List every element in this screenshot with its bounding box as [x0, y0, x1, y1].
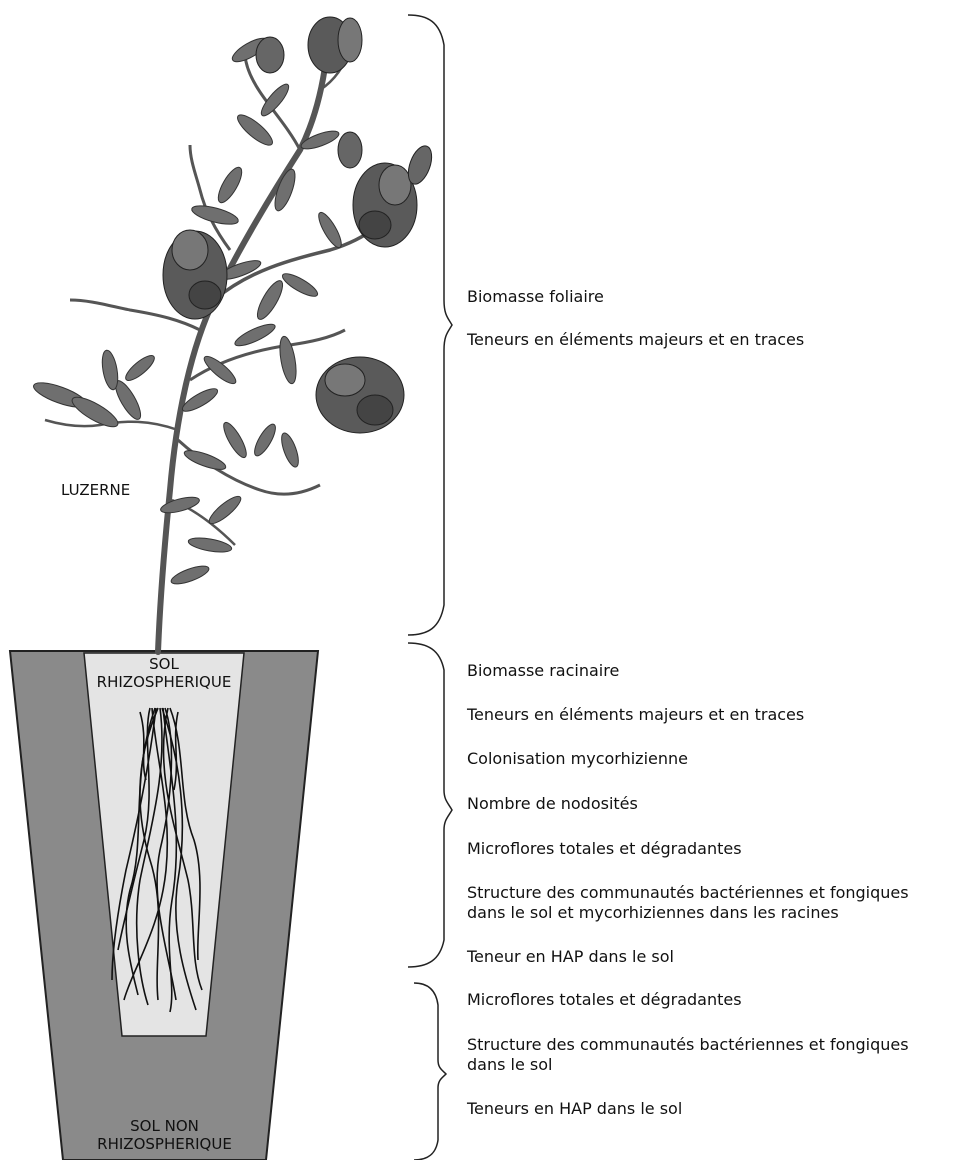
inner-soil-label-line1: SOL [84, 655, 244, 673]
measure-item: Structure des communautés bactériennes e… [467, 883, 909, 903]
measure-item: dans le sol et mycorhiziennes dans les r… [467, 903, 839, 923]
measure-item: dans le sol [467, 1055, 552, 1075]
measure-item: Structure des communautés bactériennes e… [467, 1035, 909, 1055]
measure-item: Teneurs en HAP dans le sol [467, 1099, 682, 1119]
plant-illustration [31, 17, 436, 652]
measure-item: Microflores totales et dégradantes [467, 990, 742, 1010]
brace-bulk-soil [414, 983, 446, 1160]
measure-item: Teneur en HAP dans le sol [467, 947, 674, 967]
outer-soil-label-line1: SOL NON [63, 1117, 266, 1135]
braces [408, 15, 452, 1160]
measure-item: Microflores totales et dégradantes [467, 839, 742, 859]
measure-item: Colonisation mycorhizienne [467, 749, 688, 769]
brace-plant [408, 15, 452, 635]
measure-item: Biomasse racinaire [467, 661, 619, 681]
plant-label: LUZERNE [61, 480, 130, 500]
measure-item: Nombre de nodosités [467, 794, 638, 814]
flower-cluster [316, 357, 404, 433]
outer-soil-label-line2: RHIZOSPHERIQUE [63, 1135, 266, 1153]
brace-rhizosphere [408, 643, 452, 967]
measure-item: Teneurs en éléments majeurs et en traces [467, 330, 804, 350]
measure-item: Biomasse foliaire [467, 287, 604, 307]
measure-item: Teneurs en éléments majeurs et en traces [467, 705, 804, 725]
inner-soil-label-line2: RHIZOSPHERIQUE [84, 673, 244, 691]
